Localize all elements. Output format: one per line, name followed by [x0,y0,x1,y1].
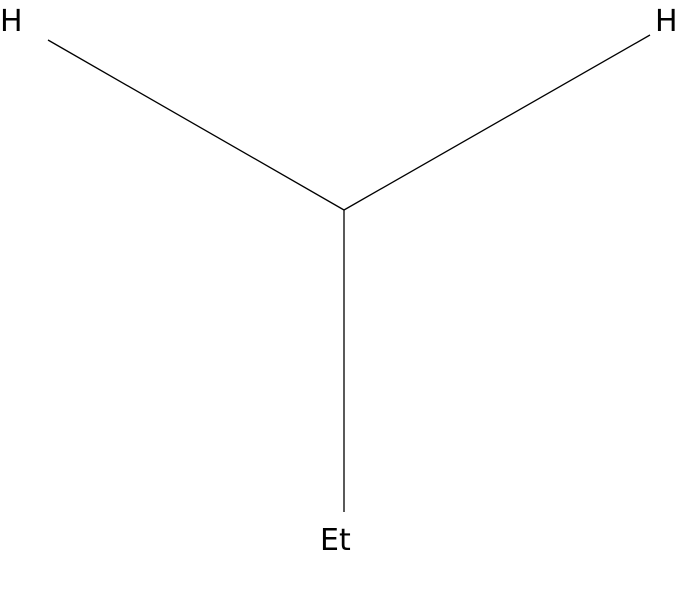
bond-h-right-center [343,34,651,211]
atom-labels: H H Et [0,4,678,558]
atom-label-h-left: H [0,4,23,39]
bond-h-left-center [47,39,345,211]
bonds [47,34,651,512]
atom-label-h-right: H [655,4,678,39]
atom-label-ethyl: Et [320,523,351,558]
